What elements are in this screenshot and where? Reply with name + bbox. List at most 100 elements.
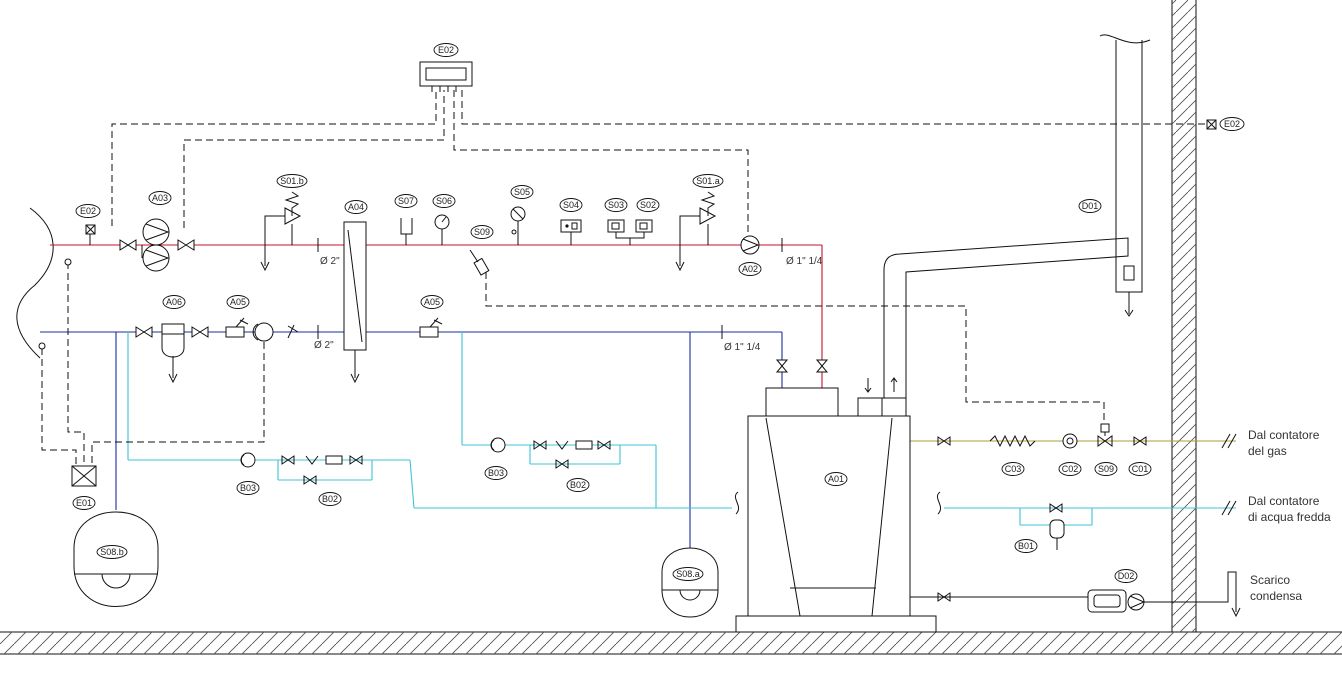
tag-label: S06 — [436, 196, 452, 206]
tag-label: C01 — [1132, 464, 1149, 474]
strainer-a05-mid — [419, 317, 443, 338]
water-label-line2: di acqua fredda — [1248, 510, 1331, 524]
tag-label: S01.b — [280, 176, 304, 186]
control-wiring — [41, 90, 1208, 466]
diameter-marks — [317, 238, 783, 339]
controller-e02 — [419, 61, 473, 92]
tag-label: S05 — [514, 187, 530, 197]
controller-e01 — [71, 465, 97, 487]
tag-d01: D01 — [1078, 199, 1102, 213]
reducer-b01 — [1049, 500, 1237, 550]
switch-s04 — [560, 219, 582, 245]
tag-b02-left: B02 — [318, 492, 342, 506]
tag-b03-mid: B03 — [484, 466, 508, 480]
gas-label-line1: Dal contatore — [1248, 428, 1320, 442]
flow-switch-s09 — [469, 249, 490, 276]
tag-c01: C01 — [1128, 462, 1152, 476]
valves — [119, 239, 1147, 602]
wall-hatch — [1171, 0, 1197, 632]
dim-blue-right: Ø 1" 1/4 — [724, 342, 761, 353]
tag-label: S02 — [640, 200, 656, 210]
safety-valve-s01a — [675, 191, 717, 272]
tag-label: A05 — [230, 297, 246, 307]
tag-s05: S05 — [510, 185, 534, 199]
tag-label: D01 — [1082, 201, 1099, 211]
tag-label: C03 — [1005, 464, 1022, 474]
dim-red-right: Ø 1" 1/4 — [786, 256, 823, 267]
tag-label: A01 — [828, 474, 844, 484]
tag-s01a: S01.a — [692, 174, 724, 188]
tag-a01: A01 — [824, 472, 848, 486]
tag-label: B03 — [488, 468, 504, 478]
tag-b01: B01 — [1014, 539, 1038, 553]
filter-a06 — [161, 323, 185, 384]
tag-label: B02 — [570, 480, 586, 490]
tag-label: S04 — [563, 200, 579, 210]
tag-label: E02 — [80, 206, 96, 216]
dim-blue-main: Ø 2" — [314, 340, 334, 351]
tag-label: B01 — [1018, 541, 1034, 551]
tag-s06: S06 — [432, 194, 456, 208]
tag-e02-left: E02 — [75, 204, 101, 218]
tag-e02-right: E02 — [1219, 117, 1245, 131]
tag-s01b: S01.b — [276, 174, 308, 188]
tag-label: S08.a — [676, 569, 700, 579]
tag-label: S09 — [1098, 464, 1114, 474]
tag-s04: S04 — [559, 198, 583, 212]
tag-label: S08.b — [100, 547, 124, 557]
tag-label: B02 — [322, 494, 338, 504]
tag-label: A05 — [424, 297, 440, 307]
cold-water-components — [240, 437, 593, 468]
tag-label: A02 — [742, 264, 758, 274]
tag-label: E02 — [438, 45, 454, 55]
tag-s03: S03 — [604, 198, 628, 212]
tag-label: A06 — [166, 297, 182, 307]
tag-label: D02 — [1118, 571, 1135, 581]
tag-b03-left: B03 — [236, 481, 260, 495]
expansion-vessel-s08a — [661, 547, 719, 618]
tag-label: E02 — [1224, 119, 1240, 129]
safety-valve-s01b — [260, 191, 302, 272]
tag-s08b: S08.b — [96, 545, 128, 559]
expansion-vessel-s08b — [73, 511, 159, 607]
tag-label: B03 — [240, 483, 256, 493]
thermometer-s07 — [400, 218, 413, 245]
tag-e01: E01 — [72, 496, 96, 510]
tag-label: S03 — [608, 200, 624, 210]
cold-water-lines — [127, 332, 1236, 526]
gas-label-line2: del gas — [1248, 444, 1287, 458]
tag-label: C02 — [1062, 464, 1079, 474]
pump-a03 — [141, 218, 170, 272]
tag-label: A04 — [348, 202, 364, 212]
boiler-a01 — [734, 377, 1088, 633]
tag-label: S09 — [474, 227, 490, 237]
drain-label-line1: Scarico — [1250, 573, 1290, 587]
floor-hatch — [0, 631, 1342, 655]
return-line — [40, 331, 783, 550]
tag-c02: C02 — [1058, 462, 1082, 476]
tag-a06: A06 — [162, 295, 186, 309]
tag-a03: A03 — [148, 191, 172, 205]
tag-label: S07 — [398, 196, 414, 206]
junction-dots — [38, 258, 72, 350]
pipe-break-left — [16, 207, 54, 359]
condensate-d02 — [1087, 571, 1241, 618]
tag-a02: A02 — [738, 262, 762, 276]
valve-s05 — [510, 206, 526, 245]
tag-a05-left: A05 — [226, 295, 250, 309]
flue-pipe — [883, 34, 1151, 398]
tag-label: A03 — [152, 193, 168, 203]
tag-e02-top: E02 — [433, 43, 459, 57]
drain-label-line2: condensa — [1250, 589, 1302, 603]
tag-d02: D02 — [1114, 569, 1138, 583]
tag-s08a: S08.a — [672, 567, 704, 581]
return-pump — [252, 322, 299, 342]
tag-s02: S02 — [636, 198, 660, 212]
sensor-e02-left — [85, 224, 96, 245]
separator-a04 — [343, 221, 367, 384]
sensor-e02-right — [1206, 119, 1217, 130]
tag-c03: C03 — [1001, 462, 1025, 476]
tag-label: S01.a — [696, 176, 720, 186]
tag-b02-mid: B02 — [566, 478, 590, 492]
